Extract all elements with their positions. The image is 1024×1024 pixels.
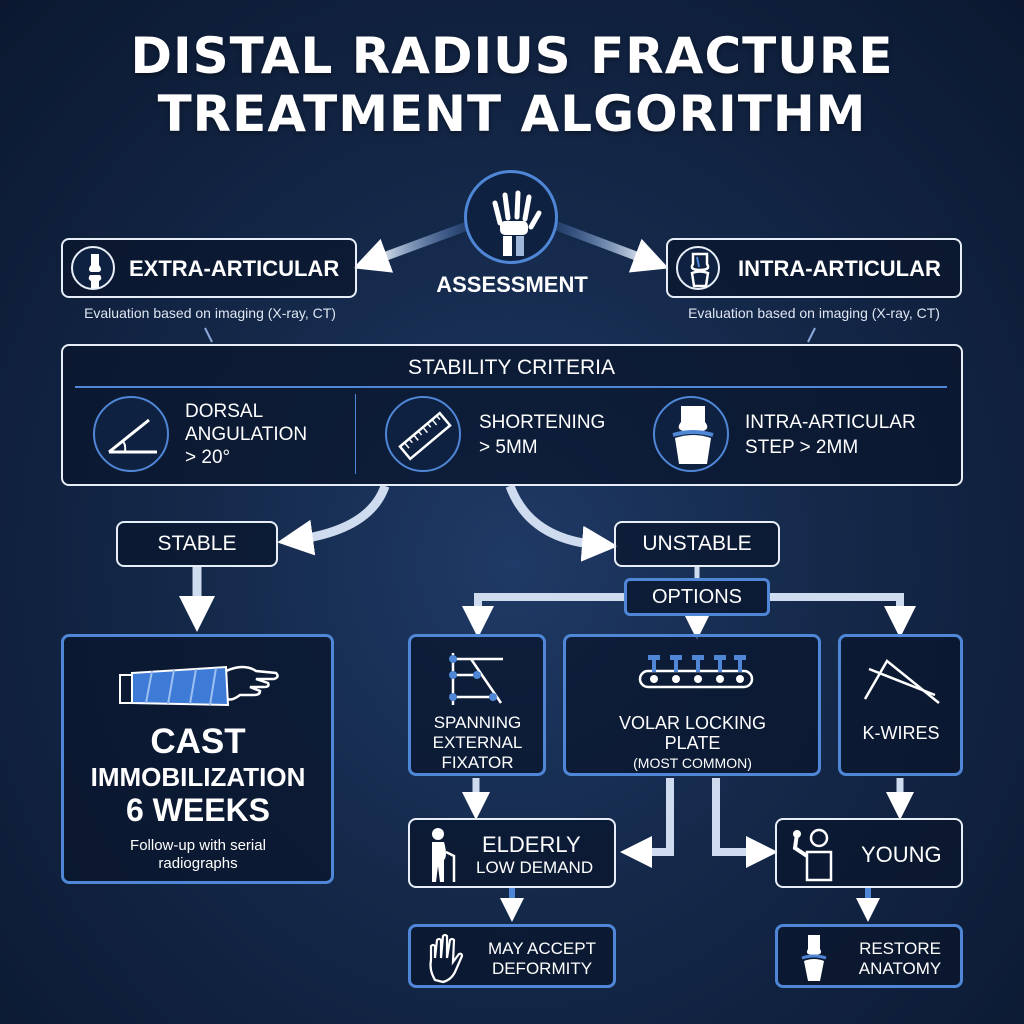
knee-joint-icon-circle	[676, 246, 720, 290]
k-wires-box[interactable]: K-WIRES	[838, 634, 963, 776]
k-wires-icon	[863, 659, 940, 704]
volar-plate-box[interactable]: VOLAR LOCKING PLATE (MOST COMMON)	[563, 634, 821, 776]
young-node[interactable]: YOUNG	[775, 818, 963, 888]
bone-joint-icon	[88, 254, 102, 288]
criterion-shortening: SHORTENING > 5MM	[479, 412, 606, 458]
options-node[interactable]: OPTIONS	[624, 578, 770, 616]
page-title-line2: TREATMENT ALGORITHM	[157, 85, 867, 143]
bone-restore-icon	[801, 935, 827, 981]
criterion-dorsal-angulation: DORSAL ANGULATION > 20°	[185, 401, 308, 468]
ruler-icon-circle	[385, 396, 461, 472]
arrow-plate-to-elderly	[620, 778, 674, 868]
stable-label: STABLE	[157, 532, 237, 555]
page-title-line1: DISTAL RADIUS FRACTURE	[130, 27, 894, 85]
arrow-to-kwires	[770, 593, 916, 638]
elderly-line1: ELDERLY	[482, 832, 581, 857]
k-wires-label: K-WIRES	[862, 723, 940, 743]
hand-xray-icon	[492, 190, 542, 256]
cast-note: Follow-up with serial radiographs	[130, 837, 266, 872]
young-label: YOUNG	[861, 842, 942, 867]
cast-immobilization-box[interactable]: CAST IMMOBILIZATION 6 WEEKS Follow-up wi…	[61, 634, 334, 884]
fixator-label: SPANNING EXTERNAL FIXATOR	[432, 713, 523, 772]
restore-anatomy-label: RESTORE ANATOMY	[858, 939, 942, 978]
stability-criteria-box: STABILITY CRITERIA DORSAL ANGULATION > 2…	[61, 344, 963, 486]
extra-articular-box[interactable]: EXTRA-ARTICULAR	[61, 238, 357, 298]
plate-screws-icon	[638, 655, 754, 689]
arrow-to-intra	[552, 220, 669, 273]
unstable-label: UNSTABLE	[642, 532, 752, 555]
intra-articular-label: INTRA-ARTICULAR	[738, 256, 941, 281]
restore-anatomy-node[interactable]: RESTORE ANATOMY	[775, 924, 963, 988]
extra-articular-note: Evaluation based on imaging (X-ray, CT)	[84, 305, 336, 321]
cast-arm-icon	[119, 665, 279, 707]
accept-deformity-label: MAY ACCEPT DEFORMITY	[487, 939, 596, 978]
angle-icon	[108, 418, 157, 454]
angle-icon-circle	[93, 396, 169, 472]
hand-icon	[429, 933, 464, 984]
stability-criteria-title: STABILITY CRITERIA	[408, 356, 615, 379]
elderly-line2: LOW DEMAND	[476, 858, 594, 877]
fixator-icon	[449, 653, 503, 705]
extra-articular-label: EXTRA-ARTICULAR	[129, 256, 340, 281]
criterion-intra-articular-step: INTRA-ARTICULAR STEP > 2MM	[745, 412, 916, 458]
arrow-to-stable	[277, 484, 390, 556]
stability-divider	[75, 386, 947, 388]
criteria-separator	[355, 394, 356, 474]
external-fixator-box[interactable]: SPANNING EXTERNAL FIXATOR	[408, 634, 546, 776]
ruler-icon	[398, 411, 452, 461]
elderly-person-icon	[432, 828, 456, 882]
arrow-to-extra	[353, 220, 472, 273]
accept-deformity-node[interactable]: MAY ACCEPT DEFORMITY	[408, 924, 616, 988]
intra-articular-box[interactable]: INTRA-ARTICULAR	[666, 238, 962, 298]
knee-joint-icon	[690, 252, 710, 288]
intra-articular-note: Evaluation based on imaging (X-ray, CT)	[688, 305, 940, 321]
volar-plate-label: VOLAR LOCKING PLATE (MOST COMMON)	[618, 713, 767, 771]
bone-joint-icon-circle	[71, 246, 115, 290]
arrow-plate-to-young	[712, 778, 778, 868]
cast-line3: 6 WEEKS	[125, 792, 271, 828]
arrow-to-fixator	[462, 593, 625, 638]
joint-step-icon	[672, 406, 714, 464]
cast-line1: CAST	[150, 722, 246, 761]
cast-line2: IMMOBILIZATION	[90, 762, 306, 792]
assessment-label: ASSESSMENT	[436, 272, 588, 297]
options-label: OPTIONS	[651, 586, 742, 608]
assessment-icon-circle	[464, 170, 558, 264]
unstable-node[interactable]: UNSTABLE	[614, 521, 780, 567]
stable-node[interactable]: STABLE	[116, 521, 278, 567]
arrow-to-unstable	[505, 484, 618, 562]
joint-step-icon-circle	[653, 396, 729, 472]
strong-person-icon	[792, 828, 833, 882]
elderly-node[interactable]: ELDERLY LOW DEMAND	[408, 818, 616, 888]
